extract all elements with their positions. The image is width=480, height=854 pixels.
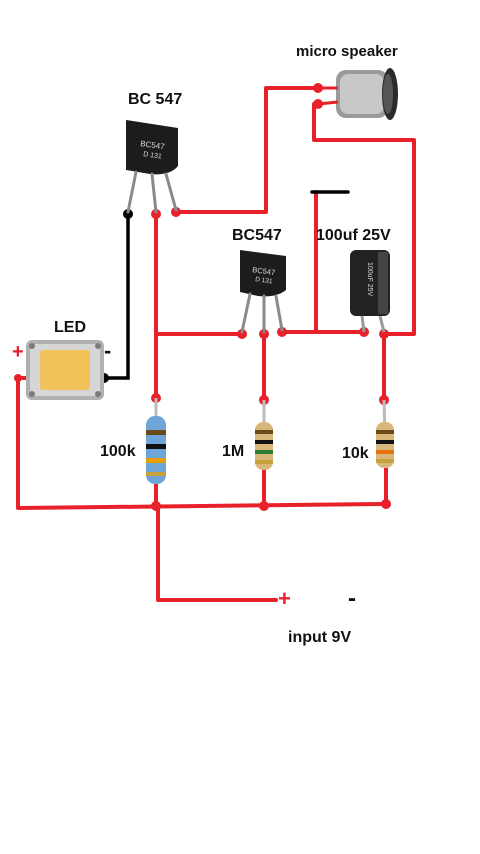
resistor-10k-icon bbox=[376, 399, 394, 469]
input-label: input 9V bbox=[288, 629, 351, 646]
transistor-q1-icon: BC547 D 131 bbox=[126, 120, 178, 214]
q2-body-code: D 131 bbox=[255, 276, 274, 285]
wire-q1-to-led-minus bbox=[102, 212, 130, 380]
led-minus-sign: - bbox=[104, 338, 111, 363]
input-plus-sign: + bbox=[278, 586, 291, 611]
micro-speaker-icon bbox=[317, 68, 398, 120]
r1-label: 100k bbox=[100, 443, 136, 460]
led-icon bbox=[26, 340, 104, 400]
resistor-1m-icon bbox=[255, 400, 273, 470]
led-label: LED bbox=[54, 319, 86, 336]
q1-body-marking: BC547 bbox=[140, 139, 166, 151]
junction-dots bbox=[14, 83, 391, 511]
wire-input-plus bbox=[156, 504, 278, 602]
q1-body-code: D 131 bbox=[143, 151, 163, 161]
q1-label: BC 547 bbox=[128, 91, 182, 108]
input-minus-sign: - bbox=[348, 585, 356, 612]
resistor-100k-icon bbox=[146, 398, 166, 484]
q2-body-marking: BC547 bbox=[252, 265, 276, 277]
wire-speaker-to-q1 bbox=[174, 86, 320, 214]
capacitor-label: 100uf 25V bbox=[316, 227, 391, 244]
q2-label: BC547 bbox=[232, 227, 282, 244]
capacitor-marking: 100uF 25V bbox=[366, 262, 373, 297]
r3-label: 10k bbox=[342, 445, 369, 462]
r2-label: 1M bbox=[222, 443, 244, 460]
transistor-q2-icon: BC547 D 131 bbox=[240, 250, 286, 334]
led-plus-sign: + bbox=[12, 341, 24, 363]
micro-speaker-label: micro speaker bbox=[296, 43, 398, 60]
capacitor-icon: 100uF 25V bbox=[350, 250, 390, 333]
black-wires bbox=[102, 190, 350, 380]
